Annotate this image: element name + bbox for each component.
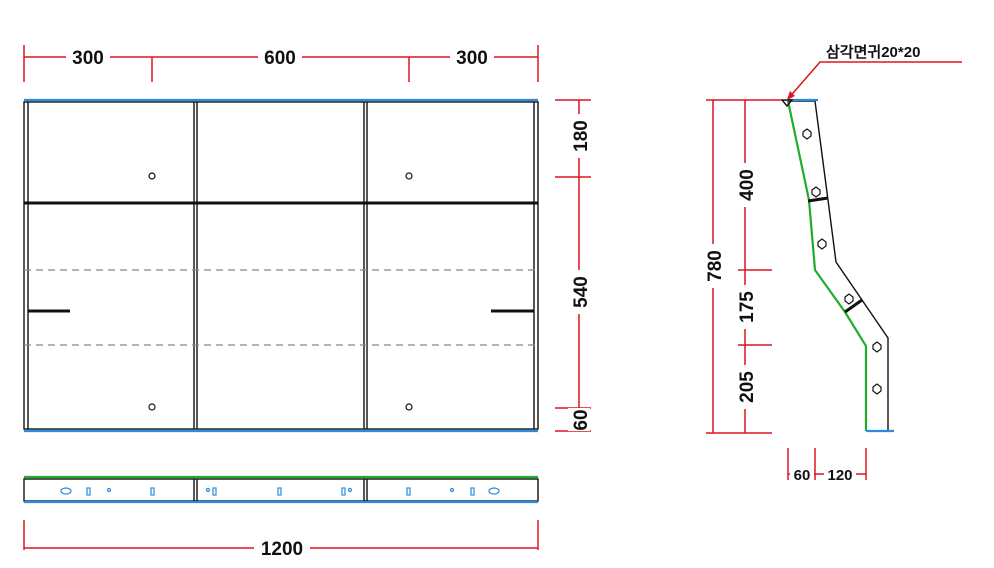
side-bolt (872, 383, 882, 395)
top-dimension-chain: 300 600 300 (23, 44, 539, 82)
profile-slot (212, 487, 217, 496)
profile-slot (277, 487, 282, 496)
bottom-dimension: 1200 (23, 520, 539, 560)
side-bolt (817, 238, 827, 250)
profile-hole (347, 487, 353, 493)
chamfer-leader-arrow (787, 91, 795, 100)
front-outline (23, 101, 539, 430)
profile-slot (341, 487, 346, 496)
chamfer-leader-line (786, 61, 962, 101)
bolt-hole (148, 172, 156, 180)
dim-side-offset-b: 120 (827, 467, 852, 484)
profile-slot (86, 487, 91, 496)
bolt-hole (405, 403, 413, 411)
front-view (23, 98, 539, 433)
bolt-hole (148, 403, 156, 411)
side-segment-line (844, 298, 863, 314)
dim-right-bottom: 60 (571, 409, 592, 430)
right-dimension-chain: 180 540 60 (555, 99, 592, 432)
dim-top-left: 300 (72, 48, 104, 69)
dim-side-offset-a: 60 (794, 467, 811, 484)
side-bolt (844, 293, 854, 305)
dim-side-lower: 205 (737, 371, 758, 403)
dim-side-middle: 175 (737, 291, 758, 323)
profile-slot (470, 487, 475, 496)
chamfer-note: 삼각면귀20*20 (826, 43, 920, 61)
dim-right-middle: 540 (571, 276, 592, 308)
dim-bottom-total: 1200 (261, 539, 303, 560)
profile-slot (406, 487, 411, 496)
side-outer-edge (814, 100, 889, 431)
profile-hole (449, 487, 455, 493)
side-segment-line (807, 196, 829, 203)
profile-hole (106, 487, 112, 493)
dim-side-total: 780 (705, 250, 726, 282)
profile-hole (60, 487, 72, 495)
profile-hole (488, 487, 500, 495)
side-dimension-chain: 780 400 175 205 60 120 (702, 99, 867, 484)
side-view (780, 98, 894, 433)
side-bolt (872, 341, 882, 353)
side-inner-edge (786, 100, 868, 431)
dim-top-right: 300 (456, 48, 488, 69)
dim-side-upper: 400 (737, 169, 758, 201)
side-bolt (811, 186, 821, 198)
bottom-profile-view (23, 475, 539, 504)
side-bolt (802, 128, 812, 140)
profile-slot (150, 487, 155, 496)
profile-hole (205, 487, 211, 493)
dim-top-middle: 600 (264, 48, 296, 69)
chamfer-leader: 삼각면귀20*20 (786, 43, 962, 101)
dim-right-top: 180 (571, 120, 592, 152)
bolt-hole (405, 172, 413, 180)
